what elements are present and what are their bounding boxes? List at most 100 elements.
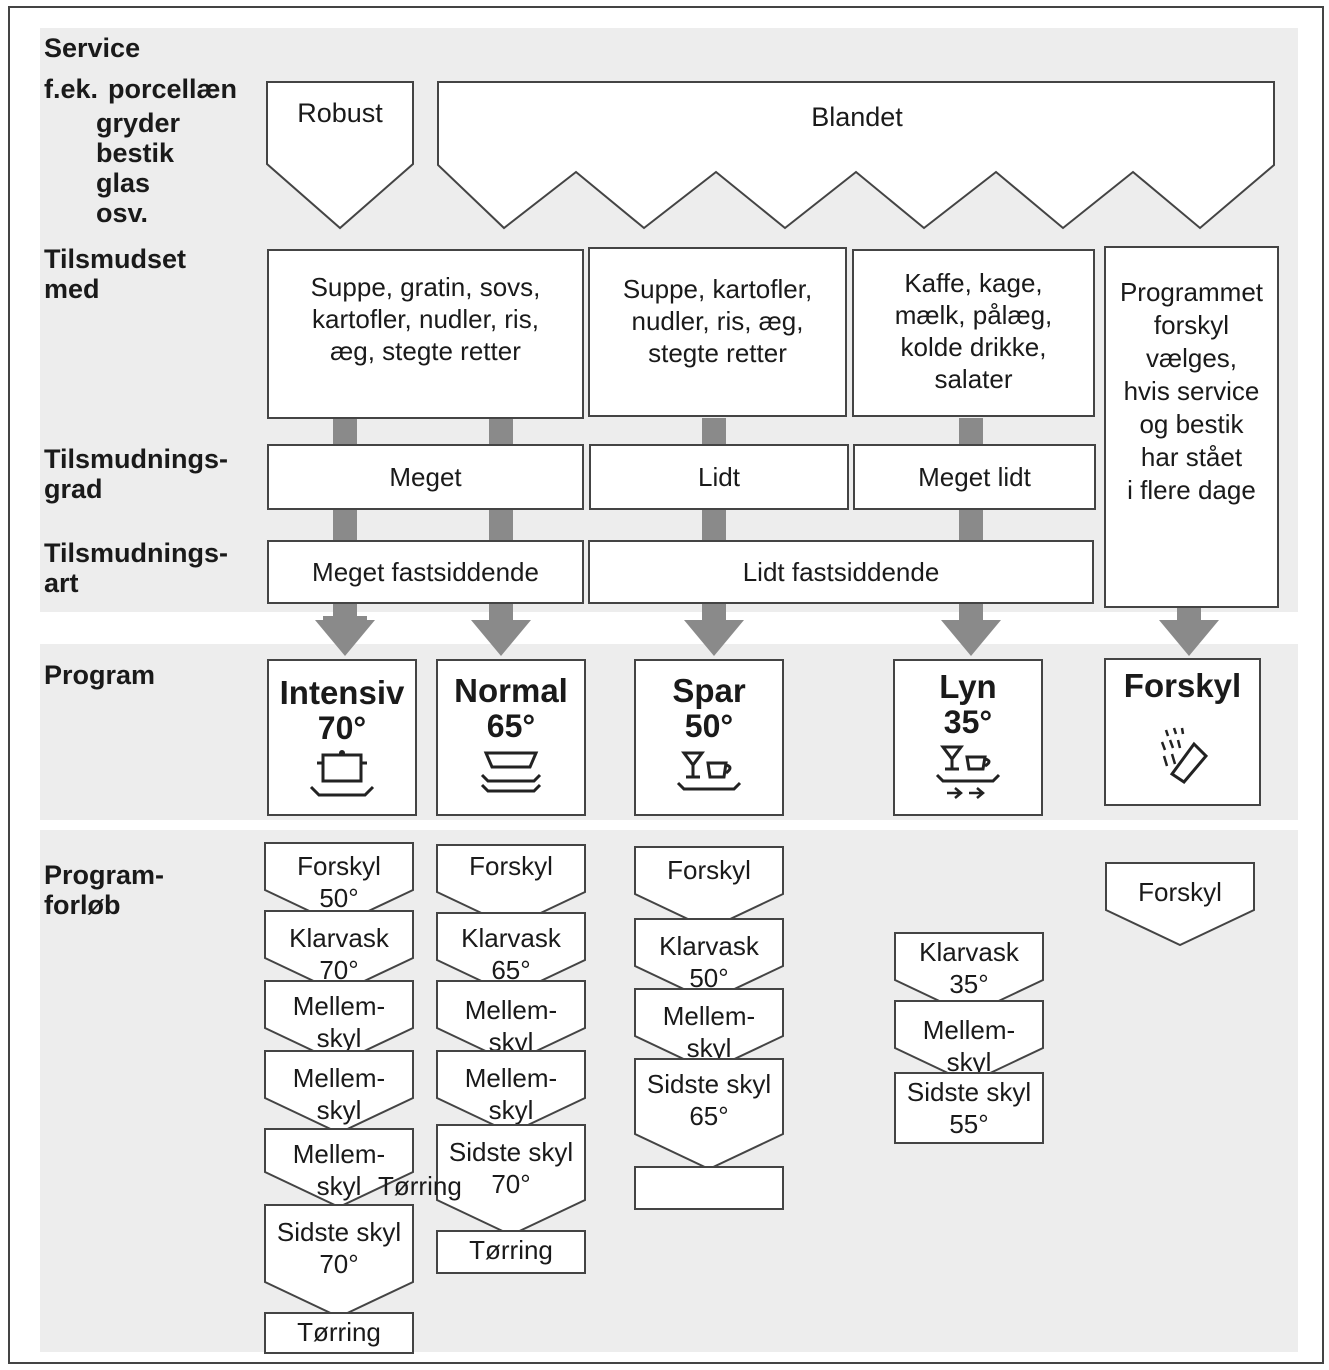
step-label: Tørring	[297, 1317, 381, 1347]
label-tilsmudset: Tilsmudset med	[44, 244, 187, 304]
program-lyn: Lyn 35°	[893, 659, 1043, 816]
intensiv-extra-torring: Tørring	[378, 1171, 462, 1201]
sequence-step-forskyl: Forskyl	[1105, 862, 1255, 946]
step-label: Mellem- skyl	[662, 1001, 756, 1063]
soil-food-light: Kaffe, kage, mælk, pålæg, kolde drikke, …	[852, 249, 1095, 417]
step-label: Sidste skyl 70°	[276, 1217, 402, 1279]
step-shape	[264, 910, 414, 994]
step-shape	[264, 1050, 414, 1134]
sequence-step-intensiv: Mellem- skyl	[264, 1128, 414, 1208]
sequence-step-intensiv: Tørring	[264, 1312, 414, 1354]
step-shape	[894, 932, 1044, 1016]
sequence-step-intensiv: Mellem- skyl	[264, 1050, 414, 1134]
degree-meget-lidt: Meget lidt	[853, 444, 1096, 510]
step-label: Tørring	[469, 1235, 553, 1265]
label-item-pots: gryder	[96, 108, 181, 138]
step-shape	[436, 980, 586, 1064]
label-fek: f.ek.	[44, 74, 99, 104]
glass-cup-fast-icon	[935, 745, 1001, 799]
step-label: Forskyl	[1138, 877, 1222, 907]
connector	[489, 603, 513, 617]
label-forlob: Program- forløb	[44, 860, 165, 920]
step-label: Forskyl 50°	[297, 851, 381, 913]
step-shape	[264, 842, 414, 926]
step-label: Klarvask 35°	[919, 937, 1019, 999]
degree-lidt: Lidt	[589, 444, 849, 510]
sequence-step-spar: Klarvask 50°	[634, 918, 784, 1002]
connector	[489, 508, 513, 542]
type-lidt-fastsiddende: Lidt fastsiddende	[588, 540, 1094, 604]
step-label: Mellem- skyl	[292, 1063, 386, 1125]
sequence-step-normal: Sidste skyl 70°	[436, 1124, 586, 1236]
label-service: Service	[44, 33, 141, 63]
step-label: Mellem- skyl	[464, 995, 558, 1057]
plates-icon	[480, 751, 542, 793]
label-program: Program	[44, 660, 156, 690]
program-name: Intensiv	[279, 674, 405, 711]
label-item-cutlery: bestik	[96, 138, 175, 168]
label-item-porcelain: porcellæn	[108, 74, 238, 104]
sequence-step-normal: Mellem- skyl	[436, 1050, 586, 1134]
program-temp: 50°	[684, 708, 734, 744]
pot-icon	[309, 750, 375, 797]
step-label: Mellem- skyl	[292, 1139, 386, 1201]
connector	[959, 603, 983, 617]
arrow-down	[315, 616, 375, 656]
step-shape	[894, 1000, 1044, 1084]
step-shape	[264, 1204, 414, 1318]
step-label: Sidste skyl 65°	[646, 1069, 772, 1131]
step-shape	[436, 1230, 586, 1274]
sequence-step-intensiv: Klarvask 70°	[264, 910, 414, 994]
sequence-step-normal: Tørring	[436, 1230, 586, 1274]
step-shape	[1105, 862, 1255, 946]
connector	[959, 508, 983, 542]
connector	[333, 603, 357, 617]
step-shape	[894, 1072, 1044, 1144]
label-item-etc: osv.	[96, 198, 149, 228]
step-shape	[264, 980, 414, 1064]
step-shape	[436, 912, 586, 996]
program-name: Normal	[454, 672, 568, 709]
soil-food-medium: Suppe, kartofler, nudler, ris, æg, stegt…	[588, 247, 847, 417]
soil-food-heavy: Suppe, gratin, sovs, kartofler, nudler, …	[267, 249, 584, 419]
degree-meget: Meget	[267, 444, 584, 510]
soil-food-prerinse: Programmet forskyl vælges, hvis service …	[1104, 246, 1279, 608]
arrow-down	[1159, 616, 1219, 656]
step-label: Mellem- skyl	[464, 1063, 558, 1125]
step-label: Mellem- skyl	[292, 991, 386, 1053]
sequence-step-normal: Forskyl	[436, 844, 586, 928]
program-temp: 35°	[943, 704, 993, 740]
step-shape	[436, 1124, 586, 1236]
program-forskyl: Forskyl	[1104, 658, 1261, 806]
step-shape	[436, 844, 586, 928]
program-temp: 70°	[317, 710, 367, 746]
step-shape	[634, 988, 784, 1072]
sequence-step-spar: Sidste skyl 65°	[634, 1058, 784, 1170]
step-label: Sidste skyl 55°	[906, 1077, 1032, 1139]
type-meget-fastsiddende: Meget fastsiddende	[267, 540, 584, 604]
sequence-step-spar	[634, 1166, 784, 1210]
step-shape	[634, 846, 784, 930]
step-shape	[634, 1166, 784, 1210]
sequence-step-intensiv: Forskyl 50°	[264, 842, 414, 926]
step-label: Sidste skyl 70°	[448, 1137, 574, 1199]
connector	[333, 508, 357, 542]
arrow-down	[684, 616, 744, 656]
glass-cup-icon	[676, 751, 742, 791]
robust-label: Robust	[297, 98, 383, 128]
step-shape	[264, 1312, 414, 1354]
connector	[959, 418, 983, 446]
step-label: Klarvask 50°	[659, 931, 759, 993]
sequence-step-normal: Klarvask 65°	[436, 912, 586, 996]
program-spar: Spar 50°	[634, 659, 784, 816]
spray-icon	[1160, 727, 1208, 784]
label-art: Tilsmudnings- art	[44, 538, 229, 598]
sequence-step-intensiv: Mellem- skyl	[264, 980, 414, 1064]
connector	[333, 418, 357, 446]
sequence-step-lyn: Mellem- skyl	[894, 1000, 1044, 1084]
label-item-glass: glas	[96, 168, 151, 198]
service-blandet: Blandet	[436, 80, 1278, 232]
sequence-step-intensiv: Sidste skyl 70°	[264, 1204, 414, 1318]
step-label: Forskyl	[667, 855, 751, 885]
step-shape	[634, 918, 784, 1002]
